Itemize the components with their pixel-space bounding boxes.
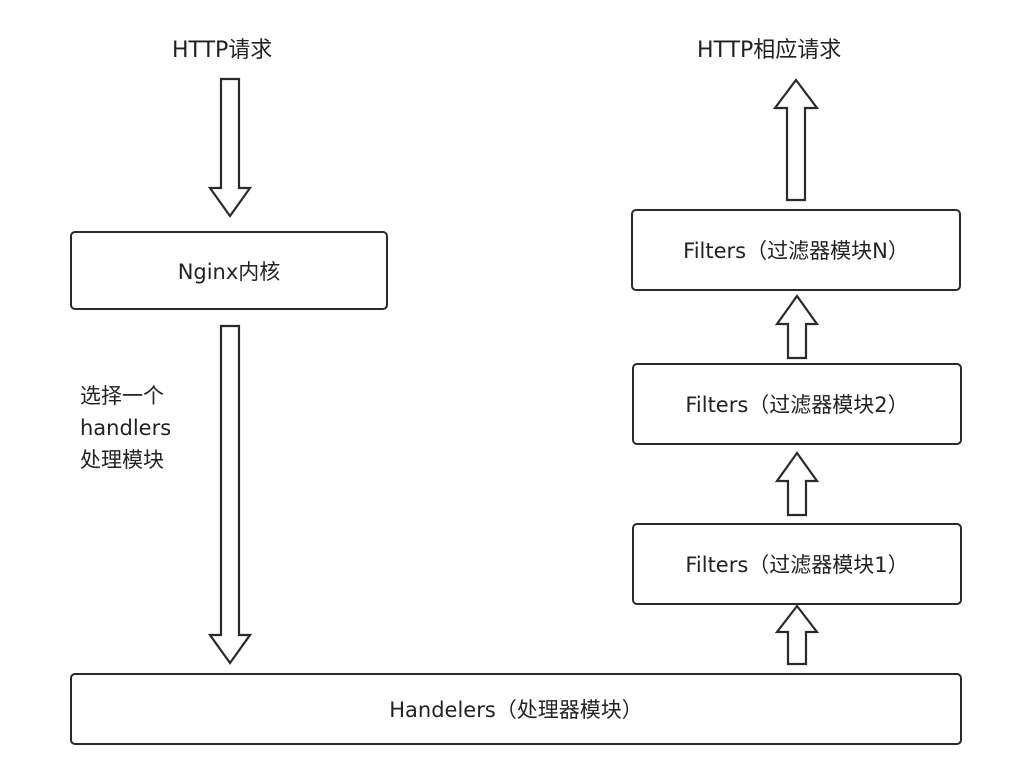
filter-module-1-box: Filters（过滤器模块1）	[632, 523, 962, 605]
handlers-module-box: Handelers（处理器模块）	[70, 673, 962, 745]
up-arrow-filter-n-to-response	[772, 78, 820, 202]
down-arrow-core-to-handlers	[207, 324, 253, 665]
select-note-line-3: 处理模块	[80, 448, 164, 472]
up-arrow-filter-1-to-filter-2	[774, 451, 820, 517]
up-arrow-handlers-to-filter-1	[774, 604, 820, 666]
select-note-line-2: handlers	[80, 416, 172, 440]
up-arrow-filter-2-to-filter-n	[774, 294, 820, 360]
http-request-label: HTTP请求	[172, 38, 273, 63]
filter-module-2-box: Filters（过滤器模块2）	[632, 363, 962, 445]
nginx-core-box: Nginx内核	[70, 231, 388, 310]
down-arrow-request-to-core	[207, 77, 253, 218]
select-note-line-1: 选择一个	[80, 384, 164, 408]
filter-module-n-box: Filters（过滤器模块N）	[631, 209, 961, 291]
http-response-label: HTTP相应请求	[697, 38, 842, 63]
select-handler-note: 选择一个 handlers 处理模块	[80, 380, 171, 476]
